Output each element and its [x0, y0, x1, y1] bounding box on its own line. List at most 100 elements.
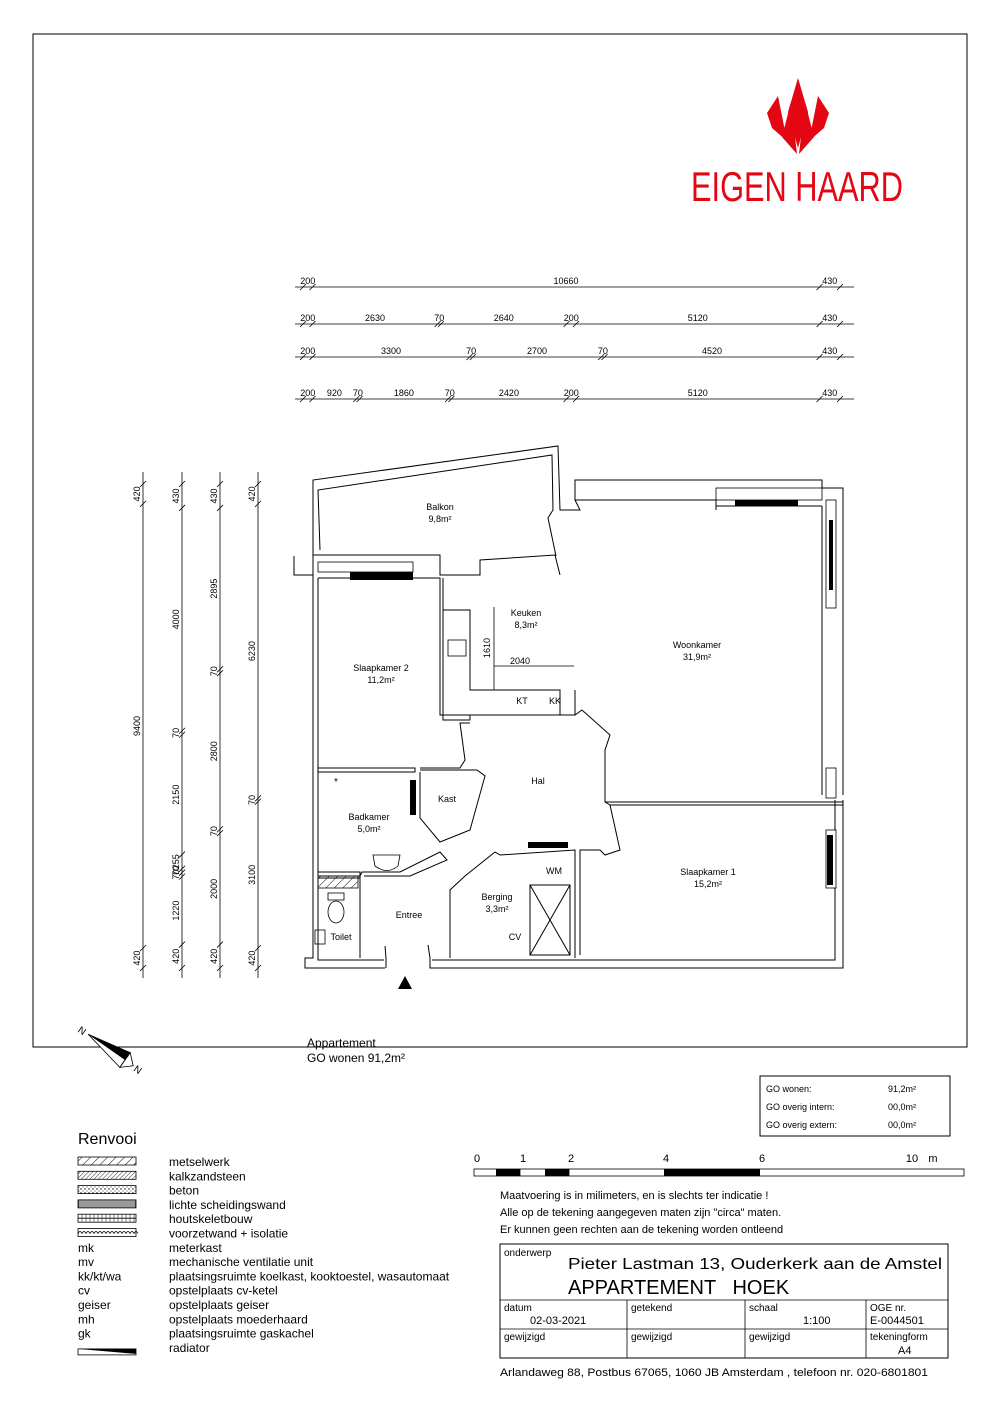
dim-label-top: 70 [445, 388, 455, 398]
legend-key: geiser [78, 1298, 111, 1312]
dim-label-left: 430 [209, 488, 219, 503]
dim-tick [216, 941, 224, 948]
dim-tick [444, 395, 452, 403]
dim-label-left: 420 [132, 951, 142, 966]
dim-tick [434, 320, 441, 328]
dimensions-left-labels: 4209400420430400070215025570701220420430… [132, 486, 257, 965]
title-block: onderwerp Pieter Lastman 13, Ouderkerk a… [499, 1243, 949, 1379]
svg-text:gewijzigd: gewijzigd [504, 1332, 545, 1343]
room-berging-area: 3,3m² [485, 904, 508, 914]
project-address: Pieter Lastman 13, Ouderkerk aan de Amst… [568, 1256, 942, 1273]
dim-tick [254, 795, 262, 802]
area-table: GO wonen: 91,2m² GO overig intern: 00,0m… [759, 1075, 951, 1137]
dim-label-left: 2150 [171, 785, 181, 805]
legend-key: mh [78, 1312, 95, 1326]
legend-label: beton [169, 1184, 199, 1198]
room-keuken: Keuken [511, 608, 542, 618]
dim-tick [816, 320, 823, 328]
dim-tick [216, 480, 224, 488]
dim-tick [356, 395, 363, 403]
kitchen-height: 1610 [482, 638, 492, 658]
svg-text:91,2m²: 91,2m² [888, 1084, 916, 1094]
dim-tick [299, 395, 307, 403]
dim-label-top: 70 [353, 388, 363, 398]
legend-label: opstelplaats cv-ketel [169, 1284, 278, 1298]
dim-tick [816, 353, 823, 361]
dim-tick [216, 829, 224, 837]
svg-text:getekend: getekend [631, 1303, 672, 1314]
room-keuken-area: 8,3m² [514, 620, 537, 630]
dim-tick [309, 320, 316, 328]
bathroom-fixtures: * [314, 777, 401, 945]
svg-text:schaal: schaal [749, 1303, 778, 1314]
dim-tick [836, 353, 844, 361]
room-slaapkamer-2: Slaapkamer 2 [353, 663, 409, 673]
legend-label: radiator [169, 1341, 210, 1355]
legend-label: opstelplaats geiser [169, 1298, 269, 1312]
entrance-arrow-icon [398, 976, 412, 989]
svg-text:*: * [334, 777, 338, 788]
fixture-wm: WM [546, 866, 562, 876]
fixture-kk: KK [549, 696, 561, 706]
dim-label-top: 70 [434, 313, 444, 323]
svg-text:Alle op de tekening aangegeven: Alle op de tekening aangegeven maten zij… [500, 1207, 781, 1219]
dim-label-top: 430 [822, 388, 837, 398]
dim-tick [254, 798, 262, 805]
legend-label: houtskeletbouw [169, 1212, 253, 1226]
legend-item: beton [77, 1184, 199, 1198]
svg-text:OGE nr.: OGE nr. [870, 1303, 906, 1314]
dim-tick [352, 395, 360, 403]
svg-text:1:100: 1:100 [803, 1315, 831, 1327]
dim-tick [836, 283, 844, 291]
legend-label: voorzetwand + isolatie [169, 1227, 288, 1241]
svg-text:00,0m²: 00,0m² [888, 1120, 916, 1130]
dim-label-top: 4520 [702, 346, 722, 356]
room-slaapkamer-2-area: 11,2m² [367, 675, 394, 685]
legend-swatch [77, 1170, 137, 1180]
svg-text:onderwerp: onderwerp [504, 1248, 552, 1259]
svg-text:N: N [75, 1025, 87, 1038]
svg-text:1: 1 [520, 1153, 526, 1165]
legend-label: mechanische ventilatie unit [169, 1255, 314, 1269]
dim-tick [178, 727, 186, 735]
dim-label-top: 10660 [554, 276, 579, 286]
room-badkamer: Badkamer [348, 812, 389, 822]
dim-label-left: 420 [247, 951, 257, 966]
legend-label: kalkzandsteen [169, 1169, 246, 1183]
legend-key: cv [78, 1284, 90, 1298]
dim-tick [299, 283, 307, 291]
dim-tick [254, 944, 262, 952]
dim-label-left: 3100 [247, 865, 257, 885]
dim-tick [597, 353, 605, 361]
legend-swatch [77, 1156, 137, 1166]
dim-label-top: 200 [300, 276, 315, 286]
floor-plan [293, 445, 844, 969]
dim-label-left: 420 [209, 949, 219, 964]
dim-label-top: 2420 [499, 388, 519, 398]
legend-item: geiser opstelplaats geiser [78, 1298, 269, 1312]
dim-tick [563, 395, 570, 403]
svg-text:2: 2 [568, 1153, 574, 1165]
svg-text:gewijzigd: gewijzigd [749, 1332, 790, 1343]
dim-label-left: 6230 [247, 641, 257, 661]
svg-text:GO overig intern:: GO overig intern: [766, 1102, 835, 1112]
dim-label-top: 70 [598, 346, 608, 356]
room-kast: Kast [438, 794, 457, 804]
legend-key: mv [78, 1255, 94, 1269]
legend-item: voorzetwand + isolatie [77, 1227, 288, 1241]
legend-label: plaatsingsruimte gaskachel [169, 1327, 314, 1341]
dim-label-top: 5120 [688, 313, 708, 323]
legend-title: Renvooi [78, 1131, 137, 1148]
room-hal: Hal [531, 776, 545, 786]
dim-tick [178, 873, 186, 880]
svg-text:datum: datum [504, 1303, 532, 1314]
sheet-border [32, 33, 968, 1048]
dim-label-top: 430 [822, 346, 837, 356]
room-balkon-area: 9,8m² [428, 514, 451, 524]
